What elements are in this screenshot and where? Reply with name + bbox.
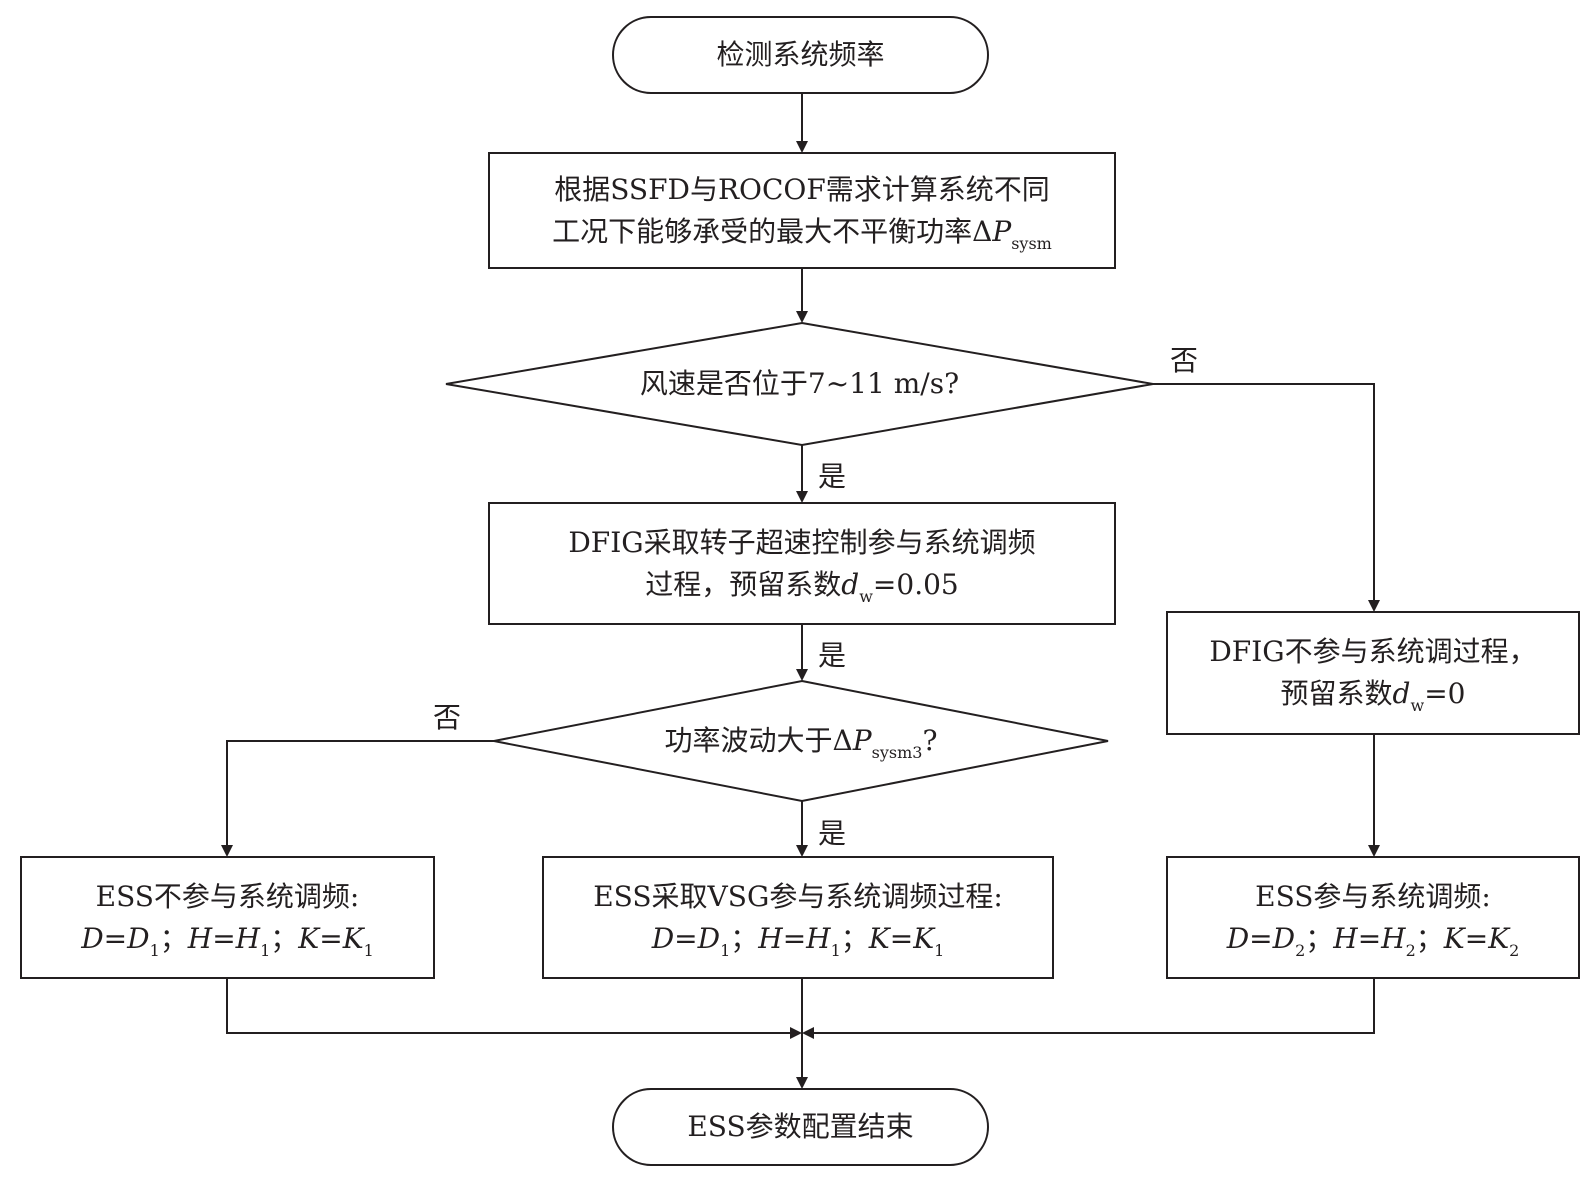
dfig-overspeed-line2: 过程，预留系数dw=0.05 [645, 564, 958, 606]
param-sep: ； [1305, 921, 1334, 955]
dfig-overspeed-box: DFIG采取转子超速控制参与系统调频 过程，预留系数dw=0.05 [489, 503, 1115, 624]
label-wind-no: 否 [1170, 344, 1199, 377]
dfig-overspeed-var: d [841, 567, 860, 601]
edge-wind-no [1153, 383, 1380, 612]
end-terminal-shape [612, 1088, 989, 1166]
param-h: H [758, 921, 783, 955]
dfig-none-line2-text: 预留系数 [1280, 677, 1393, 710]
param-d-value: D [1272, 921, 1296, 955]
dfig-none-var: d [1392, 677, 1411, 710]
dfig-none-sub: w [1410, 696, 1425, 715]
dfig-overspeed-line1: DFIG采取转子超速控制参与系统调频 [568, 525, 1036, 559]
ess-join-line1: ESS参与系统调频: [1255, 879, 1491, 913]
edge-power-no [221, 740, 494, 857]
edge-ess-none-merge [226, 978, 802, 1039]
label-wind-yes: 是 [818, 460, 847, 493]
param-eq: = [103, 921, 128, 955]
param-k: K [868, 921, 890, 955]
label-dfig-yes: 是 [818, 639, 847, 672]
param-d-sub: 1 [720, 940, 731, 960]
power-decision-label: 功率波动大于ΔPsysm3? [665, 720, 938, 762]
start-terminal-shape [612, 16, 989, 94]
param-eq: = [674, 921, 698, 955]
power-decision-var: P [852, 724, 872, 757]
dfig-overspeed-line2-text: 过程，预留系数 [645, 567, 842, 601]
param-k: K [1443, 921, 1465, 955]
ess-none-line1: ESS不参与系统调频: [95, 879, 360, 913]
param-d-value: D [697, 921, 721, 955]
ess-join-box: ESS参与系统调频: D=D2；H=H2；K=K2 [1167, 857, 1579, 978]
ess-join-params: D=D2；H=H2；K=K2 [1227, 918, 1520, 960]
power-decision-text: 功率波动大于Δ [664, 724, 853, 757]
param-sep: ； [159, 921, 188, 955]
start-label: 检测系统频率 [716, 38, 885, 71]
end-label: ESS参数配置结束 [687, 1110, 914, 1143]
dfig-none-value: =0 [1424, 677, 1466, 710]
dfig-none-box: DFIG不参与系统调过程， 预留系数dw=0 [1167, 612, 1579, 734]
param-h-sub: 1 [260, 940, 271, 960]
dfig-overspeed-sub: w [859, 586, 873, 606]
calc-line1: 根据SSFD与ROCOF需求计算系统不同 [554, 172, 1050, 206]
power-decision: 功率波动大于ΔPsysm3? [494, 681, 1108, 801]
label-power-no: 否 [433, 701, 462, 734]
param-eq: = [782, 921, 807, 955]
param-d-value: D [127, 921, 150, 955]
param-eq: = [212, 921, 236, 955]
dfig-overspeed-value: =0.05 [872, 567, 959, 601]
param-eq: = [1249, 921, 1273, 955]
param-h-value: H [806, 921, 831, 955]
ess-vsg-box-shape [542, 856, 1054, 979]
param-k-value: K [1488, 921, 1510, 955]
calc-line2-text: 工况下能够承受的最大不平衡功率Δ [552, 214, 993, 248]
param-h-value: H [1381, 921, 1406, 955]
param-k-value: K [913, 921, 935, 955]
param-h: H [187, 921, 213, 955]
param-sep: ； [1415, 921, 1444, 955]
param-d: D [651, 921, 675, 955]
param-h-value: H [235, 921, 261, 955]
dfig-none-line1: DFIG不参与系统调过程， [1209, 635, 1537, 668]
start-terminal: 检测系统频率 [613, 17, 988, 93]
wind-decision-label: 风速是否位于7~11 m/s? [639, 367, 960, 400]
power-decision-sub: sysm3 [871, 743, 923, 762]
param-h-sub: 1 [830, 940, 841, 960]
param-d-sub: 1 [149, 940, 160, 960]
param-k-sub: 2 [1509, 940, 1520, 960]
param-h: H [1333, 921, 1358, 955]
param-sep: ； [730, 921, 759, 955]
label-power-yes: 是 [818, 817, 847, 850]
power-decision-suffix: ? [922, 724, 938, 757]
param-k-value: K [342, 921, 364, 955]
calc-box: 根据SSFD与ROCOF需求计算系统不同 工况下能够承受的最大不平衡功率ΔPsy… [489, 153, 1115, 268]
ess-none-params: D=D1；H=H1；K=K1 [81, 918, 374, 960]
wind-decision: 风速是否位于7~11 m/s? [446, 323, 1153, 445]
param-h-sub: 2 [1405, 940, 1416, 960]
calc-var-sub: sysm [1011, 233, 1052, 253]
ess-vsg-params: D=D1；H=H1；K=K1 [652, 918, 945, 960]
dfig-none-line2: 预留系数dw=0 [1281, 673, 1466, 715]
ess-vsg-box: ESS采取VSG参与系统调频过程: D=D1；H=H1；K=K1 [543, 857, 1053, 978]
param-d: D [1226, 921, 1250, 955]
param-eq: = [319, 921, 343, 955]
param-sep: ； [840, 921, 869, 955]
param-eq: = [1464, 921, 1489, 955]
param-eq: = [1357, 921, 1382, 955]
calc-line2: 工况下能够承受的最大不平衡功率ΔPsysm [552, 211, 1052, 253]
param-k-sub: 1 [934, 940, 945, 960]
param-d-sub: 2 [1295, 940, 1306, 960]
ess-vsg-line1: ESS采取VSG参与系统调频过程: [593, 879, 1003, 913]
end-terminal: ESS参数配置结束 [613, 1089, 988, 1165]
param-d: D [81, 921, 104, 955]
param-eq: = [889, 921, 914, 955]
ess-none-box: ESS不参与系统调频: D=D1；H=H1；K=K1 [21, 857, 434, 978]
edge-ess-join-merge [802, 978, 1375, 1039]
param-k: K [298, 921, 320, 955]
calc-var-p: P [992, 214, 1012, 248]
param-k-sub: 1 [363, 940, 374, 960]
param-sep: ； [270, 921, 299, 955]
